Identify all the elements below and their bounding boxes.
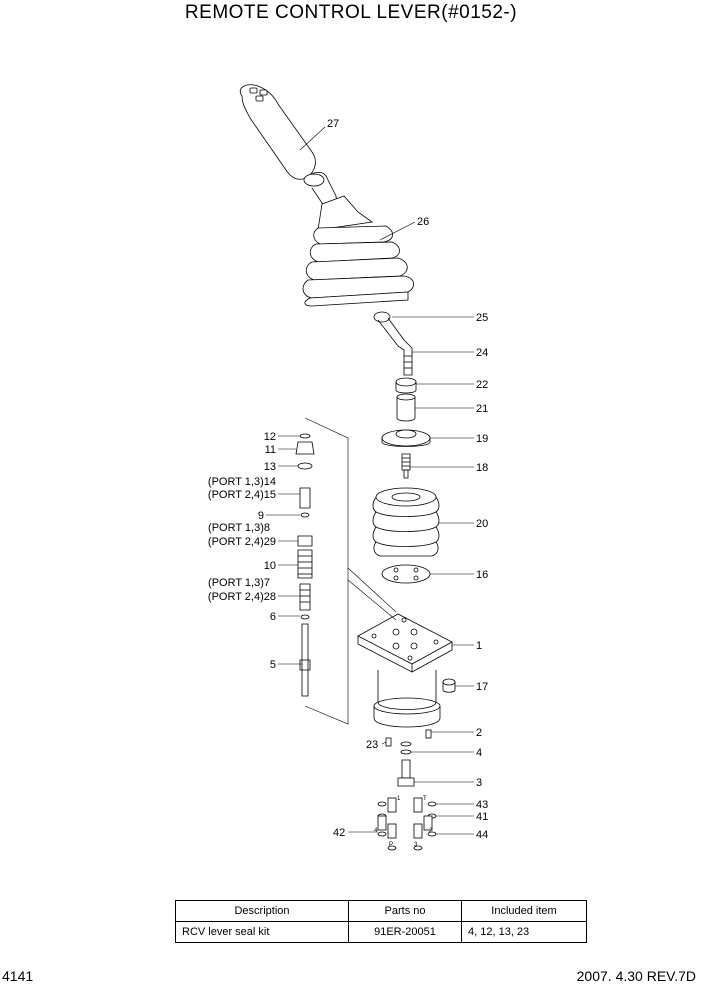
callout-7-port-1-3: (PORT 1,3)7 bbox=[208, 577, 270, 589]
callout-17: 17 bbox=[476, 681, 488, 693]
callout-10: 10 bbox=[264, 560, 276, 572]
callout-43: 43 bbox=[476, 799, 488, 811]
holder-plate-part bbox=[381, 564, 431, 584]
lever-rod-part bbox=[373, 311, 413, 376]
port-mark-t: T bbox=[423, 796, 427, 802]
bolt-part bbox=[397, 759, 415, 787]
universal-joint-part bbox=[401, 453, 411, 479]
leader-lines bbox=[266, 126, 474, 835]
assembly-lines bbox=[304, 417, 397, 725]
spool-assembly bbox=[295, 433, 315, 697]
port-mark-1: 1 bbox=[397, 796, 401, 802]
callout-29-port-2-4: (PORT 2,4)29 bbox=[208, 536, 276, 548]
cell-description: RCV lever seal kit bbox=[175, 921, 349, 943]
page-title: REMOTE CONTROL LEVER(#0152-) bbox=[184, 2, 518, 23]
screw-parts bbox=[385, 729, 432, 747]
table-row: RCV lever seal kit 91ER-20051 4, 12, 13,… bbox=[175, 921, 587, 943]
header-included-item: Included item bbox=[461, 900, 587, 922]
callout-4: 4 bbox=[476, 747, 482, 759]
callout-27: 27 bbox=[327, 118, 339, 130]
port-mark-3: 3 bbox=[414, 842, 418, 848]
port-mark-2: 2 bbox=[429, 828, 433, 834]
callout-1: 1 bbox=[476, 640, 482, 652]
callout-24: 24 bbox=[476, 347, 488, 359]
callout-5: 5 bbox=[270, 659, 276, 671]
oring-parts bbox=[400, 741, 412, 755]
callout-2: 2 bbox=[476, 727, 482, 739]
table-header-row: Description Parts no Included item bbox=[175, 900, 587, 922]
coupling-part bbox=[396, 393, 416, 422]
callout-26: 26 bbox=[417, 216, 429, 228]
cell-parts-no: 91ER-20051 bbox=[348, 921, 462, 943]
callout-22: 22 bbox=[476, 379, 488, 391]
rubber-boot-part bbox=[302, 195, 414, 307]
callout-3: 3 bbox=[476, 777, 482, 789]
seal-kit-table: Description Parts no Included item RCV l… bbox=[175, 900, 587, 943]
callout-41: 41 bbox=[476, 811, 488, 823]
header-description: Description bbox=[175, 900, 349, 922]
callout-13: 13 bbox=[264, 461, 276, 473]
callout-8-port-1-3: (PORT 1,3)8 bbox=[208, 522, 270, 534]
callout-12: 12 bbox=[264, 431, 276, 443]
bellows-part bbox=[372, 487, 440, 557]
callout-25: 25 bbox=[476, 312, 488, 324]
callout-20: 20 bbox=[476, 518, 488, 530]
page-number: 4141 bbox=[2, 968, 34, 984]
casing-part bbox=[357, 613, 453, 728]
callout-6: 6 bbox=[270, 611, 276, 623]
callout-14-port-1-3: (PORT 1,3)14 bbox=[208, 476, 276, 488]
callout-18: 18 bbox=[476, 462, 488, 474]
callout-28-port-2-4: (PORT 2,4)28 bbox=[208, 591, 276, 603]
port-mark-p: P bbox=[389, 842, 393, 848]
callout-21: 21 bbox=[476, 403, 488, 415]
callout-23: 23 bbox=[366, 739, 378, 751]
port-mark-4: 4 bbox=[374, 828, 378, 834]
lever-grip-part bbox=[239, 84, 337, 208]
callout-11: 11 bbox=[265, 444, 276, 456]
callout-9: 9 bbox=[258, 510, 264, 522]
fitting-parts bbox=[377, 797, 437, 851]
plug-part bbox=[442, 678, 456, 693]
callout-15-port-2-4: (PORT 2,4)15 bbox=[208, 489, 276, 501]
nut-part bbox=[395, 377, 417, 394]
cell-included-item: 4, 12, 13, 23 bbox=[461, 921, 587, 943]
callout-19: 19 bbox=[476, 433, 488, 445]
callout-42: 42 bbox=[333, 827, 345, 839]
callout-44: 44 bbox=[476, 829, 488, 841]
header-parts-no: Parts no bbox=[348, 900, 462, 922]
revision-date: 2007. 4.30 REV.7D bbox=[576, 968, 696, 984]
disc-plate-part bbox=[381, 429, 431, 447]
callout-16: 16 bbox=[476, 569, 488, 581]
